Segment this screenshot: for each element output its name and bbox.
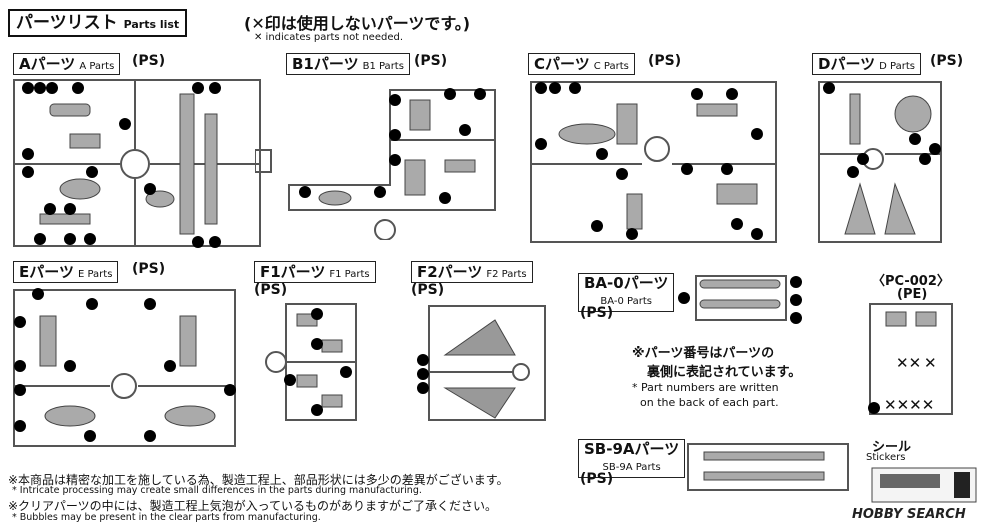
footer-note-jp-2: ※クリアパーツの中には、製造工程上気泡が入っているものがありますがご了承ください… <box>8 499 497 513</box>
runner-pc002-drawing: ✕✕✕ ✕✕✕✕ <box>868 303 953 415</box>
not-needed-note-jp: (✕印は使用しないパーツです。) <box>244 14 471 33</box>
section-material-c: (PS) <box>648 53 682 69</box>
parts-list-title: パーツリスト Parts list <box>8 9 188 37</box>
runner-e-drawing <box>13 288 236 447</box>
section-material-f1: (PS) <box>254 282 288 298</box>
section-material-f2: (PS) <box>411 282 445 298</box>
title-jp: パーツリスト <box>16 13 118 33</box>
runner-a-drawing <box>13 79 261 248</box>
runner-sb9a-drawing <box>687 443 849 491</box>
section-material-pc002: (PE) <box>897 287 928 302</box>
part-number-note-en-2: on the back of each part. <box>640 396 779 409</box>
not-needed-note-en: ✕ indicates parts not needed. <box>254 32 404 43</box>
section-material-ba0: (PS) <box>580 305 614 321</box>
part-number-note-jp-2: 裏側に表記されています。 <box>647 365 802 380</box>
svg-text:✕: ✕ <box>924 354 937 372</box>
svg-text:✕✕✕✕: ✕✕✕✕ <box>884 396 934 414</box>
runner-b1-drawing <box>288 88 496 240</box>
part-number-note-en-1: * Part numbers are written <box>632 381 779 394</box>
runner-a-tab <box>255 149 272 173</box>
section-material-d: (PS) <box>930 53 964 69</box>
runner-c-drawing <box>530 81 777 243</box>
svg-text:✕✕: ✕✕ <box>896 354 921 372</box>
section-label-seal-en: Stickers <box>866 452 906 463</box>
runner-ba0-drawing <box>678 275 802 324</box>
runner-d-drawing <box>818 81 942 243</box>
section-material-a: (PS) <box>132 53 166 69</box>
title-en: Parts list <box>123 18 180 31</box>
runner-f1-drawing <box>265 303 357 421</box>
sticker-sheet-drawing <box>871 467 977 503</box>
section-label-pc002: 〈PC-002〉 <box>872 274 950 289</box>
section-material-sb9a: (PS) <box>580 471 614 487</box>
section-material-e: (PS) <box>132 261 166 277</box>
section-label-seal: シール <box>872 440 912 455</box>
footer-note-en-1: * Intricate processing may create small … <box>12 485 422 496</box>
watermark-logo: HOBBY SEARCH <box>852 507 966 522</box>
footer-note-en-2: * Bubbles may be present in the clear pa… <box>12 512 321 523</box>
section-material-b1: (PS) <box>414 53 448 69</box>
footer-note-jp-1: ※本商品は精密な加工を施している為、製造工程上、部品形状には多少の差異がございま… <box>8 473 509 487</box>
runner-f2-drawing <box>417 305 546 421</box>
part-number-note-jp-1: ※パーツ番号はパーツの <box>632 346 775 361</box>
